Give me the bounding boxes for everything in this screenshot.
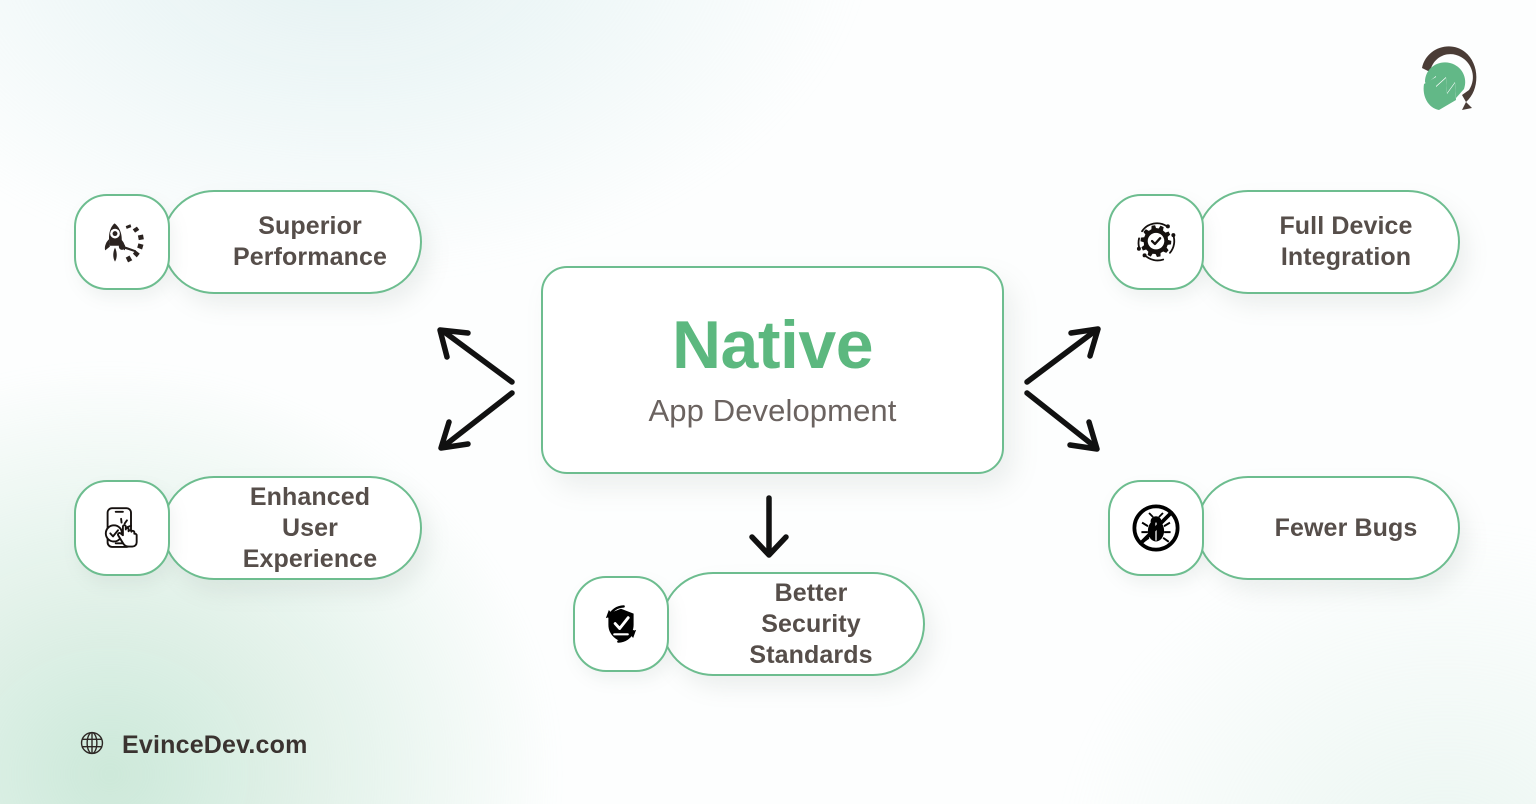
feature-node-enhanced-user-experience[interactable]: Enhanced User Experience	[74, 476, 422, 580]
feature-pill[interactable]: Better Security Standards	[661, 572, 925, 676]
arrow-to-better-security-standards	[749, 495, 789, 558]
feature-node-full-device-integration[interactable]: Full Device Integration	[1108, 190, 1460, 294]
website-label: EvinceDev.com	[122, 731, 308, 759]
feature-node-superior-performance[interactable]: Superior Performance	[74, 190, 422, 294]
feature-node-fewer-bugs[interactable]: Fewer Bugs	[1108, 476, 1460, 580]
feature-pill[interactable]: Superior Performance	[162, 190, 422, 294]
page-subtitle: App Development	[648, 393, 897, 428]
globe-icon	[78, 729, 106, 762]
arrow-to-full-device-integration	[1024, 326, 1101, 385]
feature-label: Better Security Standards	[749, 578, 873, 669]
arrow-to-superior-performance	[437, 327, 515, 385]
feature-label: Enhanced User Experience	[242, 482, 378, 573]
feature-node-better-security-standards[interactable]: Better Security Standards	[573, 572, 925, 676]
feature-pill[interactable]: Enhanced User Experience	[162, 476, 422, 580]
feature-label: Full Device Integration	[1279, 212, 1413, 271]
no-bug-icon	[1108, 480, 1204, 576]
page-title: Native	[671, 307, 874, 383]
spartan-helmet-logo	[1406, 38, 1484, 118]
shield-check-refresh-icon	[573, 576, 669, 672]
feature-pill[interactable]: Full Device Integration	[1196, 190, 1460, 294]
arrow-to-fewer-bugs	[1024, 390, 1100, 452]
feature-label: Superior Performance	[233, 212, 387, 271]
feature-pill[interactable]: Fewer Bugs	[1196, 476, 1460, 580]
feature-label: Fewer Bugs	[1274, 513, 1418, 542]
gear-check-orbit-icon	[1108, 194, 1204, 290]
footer-branding[interactable]: EvinceDev.com	[78, 729, 308, 762]
arrow-to-enhanced-user-experience	[438, 390, 515, 451]
center-card: Native App Development	[541, 266, 1004, 474]
rocket-speedometer-icon	[74, 194, 170, 290]
phone-tap-check-icon	[74, 480, 170, 576]
